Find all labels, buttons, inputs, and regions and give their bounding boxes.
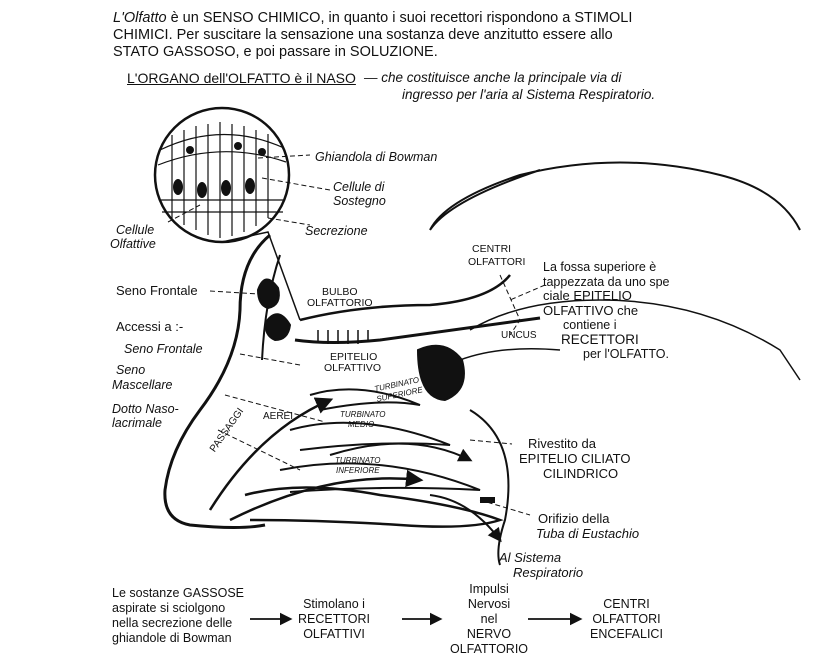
flow-step-4-line-1: CENTRI: [603, 597, 650, 611]
label-epitelio-1: EPITELIO: [330, 351, 378, 363]
flow-step-2-line-2: RECETTORI: [298, 612, 370, 626]
flow-step-4-line-3: ENCEFALICI: [590, 627, 663, 641]
label-sostegno-1: Cellule di: [333, 180, 385, 194]
flow-step-1-line-1: Le sostanze GASSOSE: [112, 586, 245, 600]
label-seno-mascellare-1: Seno: [116, 363, 146, 377]
label-fossa-3: ciale EPITELIO: [543, 288, 632, 303]
flow-step-2-line-1: Stimolano i: [303, 597, 365, 611]
flow-step-4: CENTRI OLFATTORI ENCEFALICI: [590, 597, 663, 642]
label-turb-medio-1: TURBINATO: [340, 410, 386, 419]
label-seno-mascellare-2: Mascellare: [112, 378, 173, 392]
label-dotto-1: Dotto Naso-: [112, 402, 179, 416]
organ-title: L'ORGANO dell'OLFATTO è il NASO: [127, 70, 356, 86]
intro-line2: CHIMICI. Per suscitare la sensazione una…: [113, 27, 613, 43]
flow-step-3-line-2: Nervosi: [467, 597, 511, 611]
label-centri-2: OLFATTORI: [468, 256, 526, 268]
label-fossa-2: tappezzata da uno spe: [543, 274, 670, 289]
label-fossa-1: La fossa superiore è: [543, 260, 657, 274]
intro-text: L'Olfatto è un SENSO CHIMICO, in quanto …: [113, 10, 713, 61]
label-uncus: UNCUS: [501, 330, 537, 341]
flow-step-2-line-3: OLFATTIVI: [303, 627, 365, 641]
label-sistema-2: Respiratorio: [513, 565, 584, 580]
flow-step-2: Stimolano i RECETTORI OLFATTIVI: [298, 597, 370, 642]
label-sostegno-2: Sostegno: [333, 194, 386, 208]
flow-step-1-line-3: nella secrezione delle: [112, 616, 233, 630]
label-centri-1: CENTRI: [472, 243, 512, 255]
label-olfattive-2: Olfattive: [110, 237, 156, 251]
label-rivestito-1: Rivestito da: [528, 436, 596, 451]
organ-note-2: ingresso per l'aria al Sistema Respirato…: [402, 87, 656, 102]
organ-note-1: — che costituisce anche la principale vi…: [364, 70, 622, 85]
label-rivestito-3: CILINDRICO: [543, 466, 619, 481]
label-dotto-2: lacrimale: [112, 416, 163, 430]
label-fossa-7: per l'OLFATTO.: [583, 347, 669, 361]
label-orifizio-1: Orifizio della: [538, 511, 610, 526]
label-fossa-4: OLFATTIVO che: [543, 302, 639, 318]
label-turb-inf-2: INFERIORE: [336, 466, 380, 475]
flow-step-3-line-3: nel: [480, 612, 498, 626]
label-bowman: Ghiandola di Bowman: [315, 150, 438, 164]
label-bulbo-1: BULBO: [322, 286, 358, 298]
label-fossa-6: RECETTORI: [561, 331, 639, 347]
label-aerei: AEREI: [263, 411, 294, 422]
label-seno-frontale-2: Seno Frontale: [124, 342, 203, 356]
label-seno-frontale: Seno Frontale: [116, 283, 198, 298]
label-turb-medio-2: MEDIO: [348, 420, 375, 429]
label-rivestito-2: EPITELIO CILIATO: [519, 451, 631, 466]
label-bulbo-2: OLFATTORIO: [307, 297, 373, 309]
label-orifizio-2: Tuba di Eustachio: [536, 526, 640, 541]
flow-step-3-line-5: OLFATTORIO: [450, 642, 529, 656]
flow-step-4-line-2: OLFATTORI: [592, 612, 661, 626]
label-sistema-1: Al Sistema: [499, 550, 562, 565]
label-olfattive-1: Cellule: [116, 223, 155, 237]
label-turb-inf-1: TURBINATO: [335, 456, 381, 465]
label-fossa-5: contiene i: [563, 318, 617, 332]
label-secrezione: Secrezione: [305, 224, 368, 238]
label-fossa: La fossa superiore è tappezzata da uno s…: [543, 260, 670, 362]
intro-line3: STATO GASSOSO, e poi passare in SOLUZION…: [113, 44, 438, 60]
flow-step-1-line-4: ghiandole di Bowman: [112, 631, 232, 645]
intro-olfatto: L'Olfatto: [113, 10, 167, 26]
label-accessi: Accessi a :-: [116, 319, 184, 334]
flow-step-3-line-1: Impulsi: [469, 582, 509, 596]
flow-step-3-line-4: NERVO: [466, 627, 512, 641]
intro-line1: è un SENSO CHIMICO, in quanto i suoi rec…: [166, 10, 633, 26]
flow-step-3: Impulsi Nervosi nel NERVO OLFATTORIO: [450, 582, 528, 657]
flow-step-1: Le sostanze GASSOSE aspirate si sciolgon…: [112, 586, 244, 646]
flow-step-1-line-2: aspirate si sciolgono: [112, 601, 226, 615]
label-epitelio-2: OLFATTIVO: [324, 362, 381, 374]
